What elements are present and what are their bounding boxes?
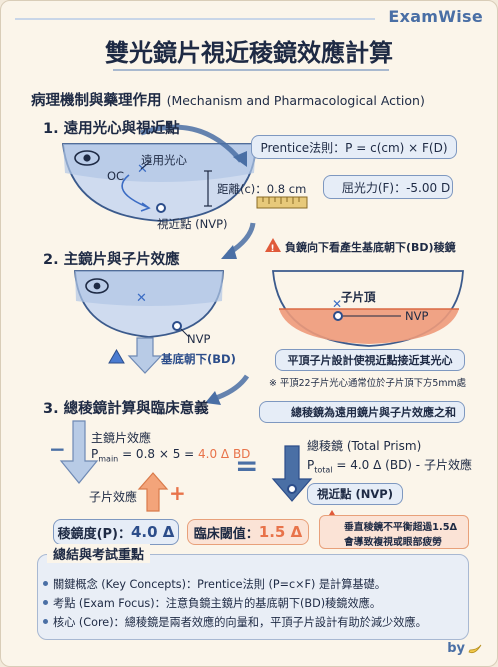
total-formula-sub: total — [314, 465, 333, 475]
summary-box — [37, 554, 469, 640]
svg-text:!: ! — [271, 244, 275, 254]
total-title: 總稜鏡 (Total Prism) — [307, 439, 422, 453]
prism-triangle-icon — [108, 348, 125, 364]
section-1-heading: 1. 遠用光心與視近點 — [43, 121, 180, 137]
check-note-box: 總稜鏡為遠用鏡片與子片效應之和 — [259, 401, 465, 423]
prism-label: 稜鏡度(P)： — [57, 526, 131, 542]
oc-label: OC — [107, 169, 125, 183]
nvp-label-seg: NVP — [405, 309, 429, 323]
main-effect-label: 主鏡片效應 — [91, 431, 152, 445]
main-formula-mid: = 0.8 × 5 = — [118, 447, 199, 461]
main-formula-result: 4.0 Δ BD — [198, 447, 251, 461]
warning-icon — [265, 238, 281, 252]
down-arrow-icon — [127, 337, 163, 374]
main-lens: ✕ — [74, 270, 224, 338]
svg-text:✕: ✕ — [332, 297, 342, 311]
distance-label: 距離(c)：0.8 cm — [217, 182, 307, 196]
nvp-label: 視近點 (NVP) — [157, 217, 228, 231]
subheading: 病理機制與藥理作用 (Mechanism and Pharmacological… — [31, 89, 425, 110]
nvp-label-main: NVP — [187, 332, 211, 346]
flat-top-note-box: 平頂子片設計使視近點接近其光心 — [275, 349, 465, 371]
byline: by — [447, 641, 465, 656]
svg-text:✕: ✕ — [136, 291, 147, 306]
distance-center-label: 遠用光心 — [141, 153, 187, 167]
main-formula: Pmain = 0.8 × 5 = 4.0 Δ BD — [91, 447, 250, 463]
prism-value-box: 稜鏡度(P)：4.0 Δ — [53, 519, 179, 545]
header-rule — [15, 18, 375, 20]
main-formula-prefix: P — [91, 447, 99, 461]
eye-icon — [74, 150, 100, 166]
seg-effect-label: 子片效應 — [89, 490, 138, 504]
summary-item: 關鍵概念 (Key Concepts)：Prentice法則 (P=c×F) 是… — [43, 578, 386, 591]
nvp-dot-icon — [156, 203, 166, 213]
flow-arrow-1 — [140, 124, 243, 163]
subheading-en: (Mechanism and Pharmacological Action) — [166, 93, 425, 108]
page-title: 雙光鏡片視近稜鏡效應計算 — [105, 39, 393, 67]
section-2-heading: 2. 主鏡片與子片效應 — [43, 252, 180, 268]
title-underline — [113, 69, 389, 71]
prism-value: 4.0 Δ — [131, 523, 175, 541]
segment-lens: ✕ — [272, 270, 464, 347]
seg-top-label: 子片頂 — [341, 290, 376, 304]
vertical-warning-box: 垂直稜鏡不平衡超過1.5Δ 會導致複視或眼部疲勞 — [319, 515, 469, 549]
summary-title: 總結與考試重點 — [47, 544, 151, 563]
minus-sign: − — [49, 437, 66, 461]
base-down-label: 基底朝下(BD) — [161, 352, 236, 366]
prentice-rule-box: Prentice法則：P = c(cm) × F(D) — [251, 135, 457, 159]
banana-icon — [468, 644, 482, 654]
threshold-label: 臨床閾值： — [193, 526, 259, 542]
summary-item: 考點 (Exam Focus)：注意負鏡主鏡片的基底朝下(BD)稜鏡效應。 — [42, 597, 382, 610]
plus-sign: + — [169, 481, 186, 505]
oc-cross-icon: ✕ — [137, 162, 148, 177]
footnote: ※ 平頂22子片光心通常位於子片頂下方5mm處 — [269, 378, 466, 389]
warning-text: 負鏡向下看產生基底朝下(BD)稜鏡 — [285, 241, 456, 254]
total-formula-prefix: P — [307, 458, 315, 472]
ruler-icon — [204, 170, 308, 209]
total-formula: Ptotal = 4.0 Δ (BD) - 子片效應 — [307, 456, 472, 474]
section-3-heading: 3. 總稜鏡計算與臨床意義 — [43, 401, 209, 417]
refractive-power-box: 屈光力(F)：-5.00 D — [323, 175, 453, 199]
total-arrow — [271, 445, 313, 502]
vertical-warning-1: 垂直稜鏡不平衡超過1.5Δ — [344, 522, 458, 533]
vertical-warning-2: 會導致複視或眼部疲勞 — [344, 537, 442, 548]
brand-logo: ExamWise — [388, 7, 483, 26]
threshold-box: 臨床閾值：1.5 Δ — [187, 519, 309, 545]
subheading-main: 病理機制與藥理作用 — [31, 93, 162, 109]
eye-icon-2 — [85, 278, 109, 294]
seg-effect-arrow — [137, 472, 169, 512]
main-formula-sub: main — [98, 454, 119, 464]
main-effect-arrow — [59, 420, 99, 484]
threshold-value: 1.5 Δ — [258, 523, 303, 541]
nvp-pill: 視近點 (NVP) — [307, 483, 403, 505]
equals-sign: = — [235, 449, 259, 482]
total-formula-rest: = 4.0 Δ (BD) - 子片效應 — [332, 458, 472, 472]
summary-item: 核心 (Core)：總稜鏡是兩者效應的向量和，平頂子片設計有助於減少效應。 — [43, 616, 427, 629]
